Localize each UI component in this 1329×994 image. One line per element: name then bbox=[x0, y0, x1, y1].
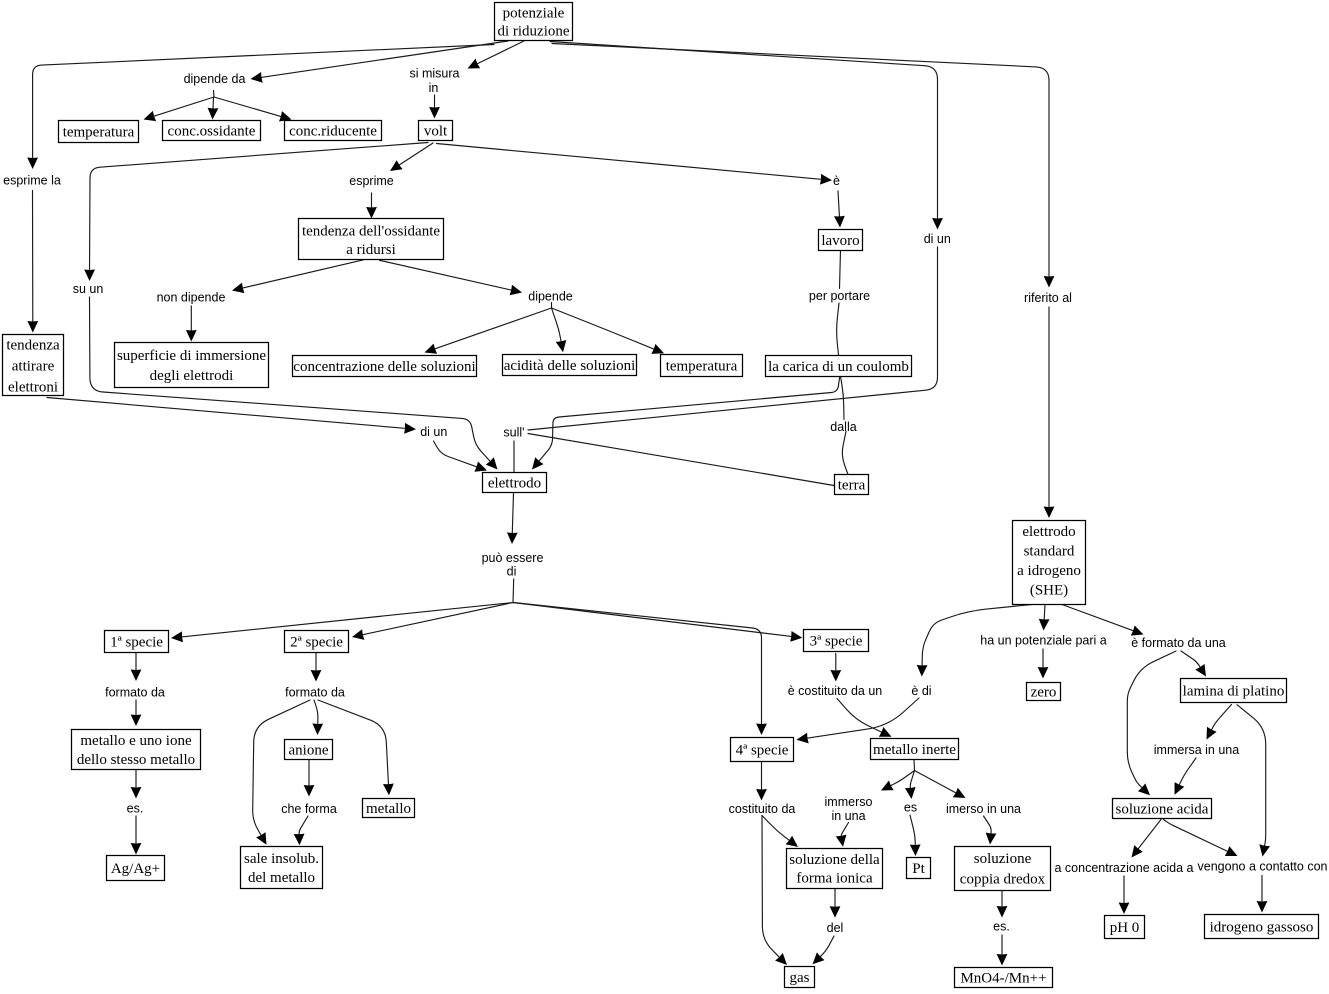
svg-text:per portare: per portare bbox=[809, 289, 870, 303]
svg-text:conc.ossidante: conc.ossidante bbox=[168, 123, 256, 139]
svg-text:acidità delle soluzioni: acidità delle soluzioni bbox=[504, 358, 636, 374]
svg-text:es.: es. bbox=[127, 802, 144, 816]
svg-text:soluzione: soluzione bbox=[974, 851, 1032, 867]
svg-text:a ridursi: a ridursi bbox=[346, 242, 396, 258]
svg-text:si misura: si misura bbox=[409, 66, 459, 80]
svg-text:che forma: che forma bbox=[281, 802, 337, 816]
svg-text:volt: volt bbox=[424, 123, 448, 139]
svg-text:la carica di un coulomb: la carica di un coulomb bbox=[768, 359, 909, 375]
svg-text:è formato da una: è formato da una bbox=[1131, 636, 1226, 650]
svg-text:è di: è di bbox=[911, 684, 931, 698]
svg-text:è costituito da un: è costituito da un bbox=[788, 684, 883, 698]
svg-text:MnO4-/Mn++: MnO4-/Mn++ bbox=[960, 970, 1046, 986]
svg-text:del metallo: del metallo bbox=[248, 870, 315, 886]
svg-text:(SHE): (SHE) bbox=[1030, 582, 1068, 598]
svg-text:lavoro: lavoro bbox=[821, 233, 859, 249]
svg-text:dello stesso metallo: dello stesso metallo bbox=[77, 752, 195, 768]
svg-text:es: es bbox=[904, 800, 917, 814]
svg-text:in una: in una bbox=[831, 809, 865, 823]
svg-text:3ª specie: 3ª specie bbox=[810, 633, 863, 649]
svg-text:elettrodo: elettrodo bbox=[1022, 524, 1075, 540]
svg-text:dipende: dipende bbox=[528, 289, 573, 303]
svg-text:2ª specie: 2ª specie bbox=[290, 634, 343, 650]
svg-text:elettroni: elettroni bbox=[8, 380, 58, 396]
svg-text:metallo inerte: metallo inerte bbox=[873, 742, 956, 758]
svg-text:coppia dredox: coppia dredox bbox=[960, 872, 1046, 888]
svg-text:su un: su un bbox=[73, 282, 104, 296]
svg-text:di: di bbox=[507, 564, 517, 578]
svg-text:costituito da: costituito da bbox=[729, 802, 796, 816]
svg-text:1ª specie: 1ª specie bbox=[110, 634, 163, 650]
svg-text:di un: di un bbox=[420, 425, 447, 439]
svg-text:è: è bbox=[833, 174, 840, 188]
svg-text:imerso in una: imerso in una bbox=[946, 802, 1021, 816]
svg-text:standard: standard bbox=[1024, 543, 1075, 559]
svg-text:conc.riducente: conc.riducente bbox=[289, 123, 377, 139]
svg-text:sale insolub.: sale insolub. bbox=[244, 851, 319, 867]
svg-text:può essere: può essere bbox=[482, 551, 544, 565]
svg-text:temperatura: temperatura bbox=[666, 358, 738, 374]
svg-text:soluzione della: soluzione della bbox=[789, 852, 880, 868]
svg-text:di riduzione: di riduzione bbox=[497, 23, 569, 39]
svg-text:4ª specie: 4ª specie bbox=[736, 742, 789, 758]
svg-text:idrogeno gassoso: idrogeno gassoso bbox=[1210, 919, 1314, 935]
svg-text:in: in bbox=[429, 81, 439, 95]
svg-text:Ag/Ag+: Ag/Ag+ bbox=[111, 861, 160, 877]
svg-text:zero: zero bbox=[1031, 684, 1057, 700]
svg-text:terra: terra bbox=[838, 477, 866, 493]
svg-text:forma ionica: forma ionica bbox=[796, 871, 873, 887]
svg-text:temperatura: temperatura bbox=[63, 124, 135, 140]
svg-text:a idrogeno: a idrogeno bbox=[1017, 563, 1081, 579]
svg-text:potenziale: potenziale bbox=[503, 5, 565, 21]
svg-text:immersa in una: immersa in una bbox=[1154, 743, 1239, 757]
svg-text:attirare: attirare bbox=[12, 359, 55, 375]
svg-text:lamina di platino: lamina di platino bbox=[1183, 683, 1285, 699]
svg-text:metallo e uno ione: metallo e uno ione bbox=[80, 733, 192, 749]
svg-text:a concentrazione acida a: a concentrazione acida a bbox=[1055, 861, 1194, 875]
svg-text:di un: di un bbox=[924, 232, 951, 246]
svg-text:dipende da: dipende da bbox=[184, 72, 246, 86]
svg-text:superficie di immersione: superficie di immersione bbox=[117, 348, 266, 364]
svg-text:immerso: immerso bbox=[825, 795, 873, 809]
svg-text:dalla: dalla bbox=[830, 420, 856, 434]
svg-text:Pt: Pt bbox=[912, 861, 925, 877]
svg-text:metallo: metallo bbox=[366, 801, 411, 817]
svg-text:gas: gas bbox=[790, 970, 810, 986]
svg-text:tendenza dell'ossidante: tendenza dell'ossidante bbox=[302, 224, 440, 240]
svg-text:pH 0: pH 0 bbox=[1110, 920, 1140, 936]
svg-text:concentrazione delle soluzioni: concentrazione delle soluzioni bbox=[293, 359, 475, 375]
svg-text:elettrodo: elettrodo bbox=[488, 475, 541, 491]
svg-text:es.: es. bbox=[993, 920, 1010, 934]
svg-text:sull': sull' bbox=[503, 425, 524, 439]
svg-text:ha un potenziale pari a: ha un potenziale pari a bbox=[980, 633, 1107, 647]
svg-text:vengono a contatto con: vengono a contatto con bbox=[1198, 859, 1328, 873]
svg-text:esprime: esprime bbox=[349, 174, 394, 188]
svg-text:formato da: formato da bbox=[105, 685, 165, 699]
svg-text:anione: anione bbox=[289, 742, 329, 758]
svg-text:degli elettrodi: degli elettrodi bbox=[150, 368, 234, 384]
svg-text:del: del bbox=[827, 921, 844, 935]
svg-text:tendenza: tendenza bbox=[6, 338, 60, 354]
svg-text:soluzione acida: soluzione acida bbox=[1116, 801, 1209, 817]
svg-text:esprime la: esprime la bbox=[3, 173, 61, 187]
svg-text:non dipende: non dipende bbox=[157, 290, 226, 304]
svg-text:formato da: formato da bbox=[285, 685, 345, 699]
svg-text:riferito al: riferito al bbox=[1024, 291, 1072, 305]
